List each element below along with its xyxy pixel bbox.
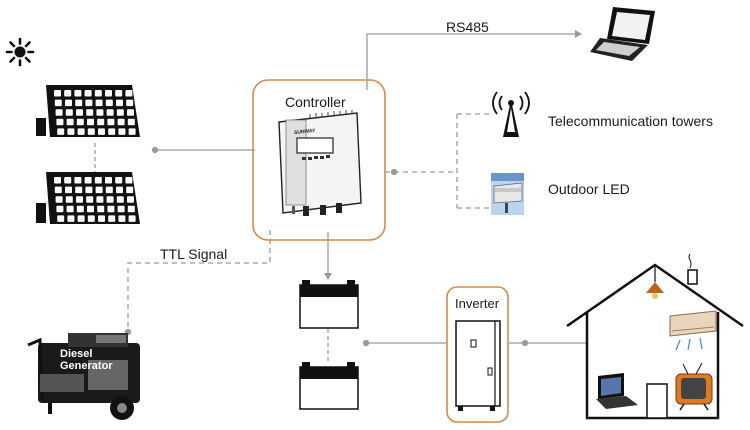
- diesel-generator-icon: [27, 333, 140, 420]
- air-conditioner-icon: [669, 310, 717, 351]
- inverter-box: [446, 286, 509, 423]
- solar-panel-top-icon: [36, 85, 140, 137]
- house-icon: [566, 253, 744, 420]
- outdoor-led-label: Outdoor LED: [548, 181, 630, 197]
- ceiling-lamp-icon: [646, 266, 664, 299]
- brand-label: SUNWAY: [293, 127, 316, 137]
- controller-box: [252, 79, 386, 241]
- telecom-tower-icon: [492, 91, 530, 137]
- billboard-icon: [491, 173, 524, 215]
- solar-panel-bottom-icon: [36, 172, 140, 224]
- generator-label-line1: Diesel: [60, 348, 93, 360]
- controller-label: Controller: [285, 94, 346, 110]
- inverter-cabinet-icon: [455, 320, 501, 411]
- house-laptop-icon: [596, 373, 638, 409]
- connector-lines: [94, 30, 587, 362]
- battery-bottom-icon: [299, 362, 359, 410]
- inverter-label: Inverter: [455, 296, 500, 311]
- controller-device-icon: [278, 110, 362, 216]
- telecom-label: Telecommunication towers: [548, 113, 713, 129]
- sun-icon: [5, 37, 35, 67]
- battery-top-icon: [299, 280, 359, 329]
- ttl-signal-label: TTL Signal: [160, 246, 228, 262]
- laptop-icon: [590, 7, 655, 61]
- generator-label-line2: Generator: [60, 360, 113, 372]
- rs485-label: RS485: [446, 19, 489, 35]
- tv-icon: [675, 362, 713, 411]
